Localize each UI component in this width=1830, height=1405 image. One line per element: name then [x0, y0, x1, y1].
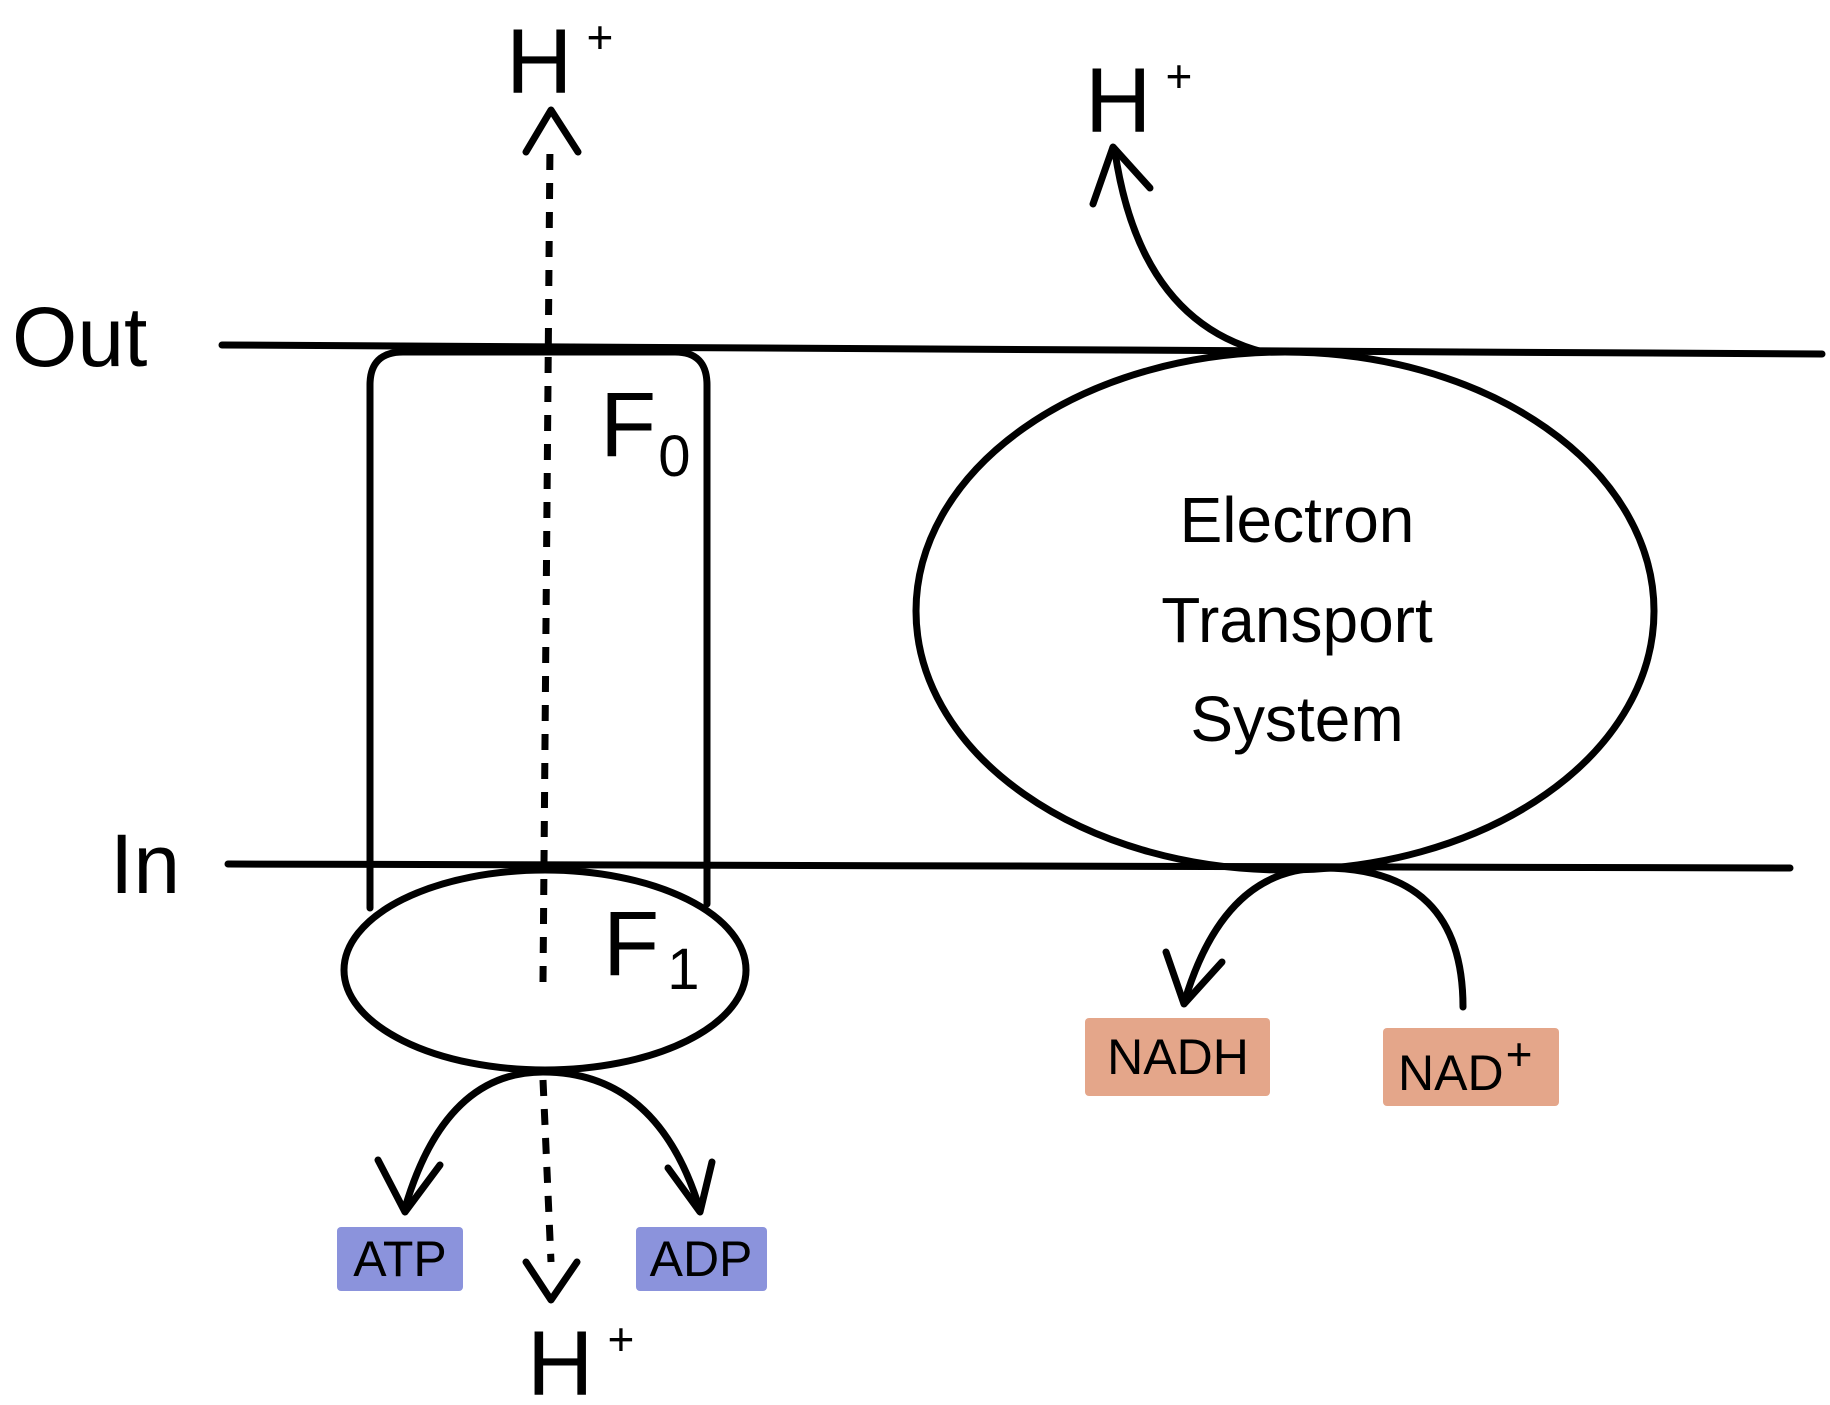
out-label: Out: [12, 290, 147, 384]
adp-arrow: [539, 1068, 704, 1214]
proton-path-down: [539, 1079, 555, 1263]
nadh-arrow: [1181, 864, 1467, 1011]
atp-label: ATP: [353, 1231, 447, 1287]
ets-line-3: System: [1190, 683, 1403, 755]
proton-in-label: H+: [527, 1313, 634, 1405]
proton-path-up: [539, 141, 554, 983]
ets-line-2: Transport: [1161, 584, 1433, 656]
outer-membrane-line: [218, 341, 1826, 358]
adp-arrowhead: [664, 1158, 716, 1216]
ets-proton-out-arrowhead: [1089, 143, 1154, 208]
atp-box: [337, 1227, 463, 1291]
nadh-label: NADH: [1107, 1029, 1249, 1085]
atp-arrow: [401, 1068, 547, 1212]
proton-out-label-left: H+: [506, 11, 613, 113]
in-label: In: [110, 817, 180, 911]
nad-label: NAD+: [1398, 1028, 1532, 1101]
nadh-box: [1085, 1018, 1270, 1096]
proton-out-label-right: H+: [1085, 50, 1192, 152]
nad-box: [1383, 1028, 1559, 1106]
adp-box: [636, 1227, 767, 1291]
f0-subunit: [366, 348, 711, 912]
f0-label: F0: [600, 374, 690, 489]
inner-membrane-line: [224, 860, 1794, 872]
ets-proton-out-arrow: [1111, 148, 1267, 356]
ets-line-1: Electron: [1180, 484, 1415, 556]
adp-label: ADP: [650, 1231, 753, 1287]
nadh-arrowhead: [1162, 948, 1226, 1008]
proton-down-arrowhead: [522, 1258, 581, 1304]
atp-arrowhead: [374, 1156, 444, 1216]
proton-up-arrowhead: [522, 106, 582, 156]
